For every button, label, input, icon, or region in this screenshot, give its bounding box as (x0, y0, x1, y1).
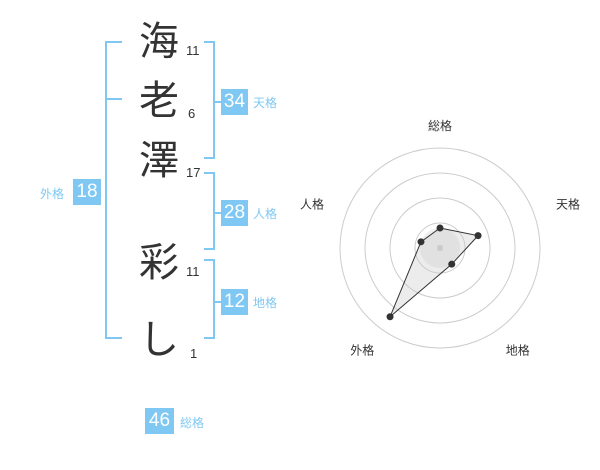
tenkaku-bracket-vertical (213, 41, 215, 159)
jinkaku-bracket-bottom (204, 248, 215, 250)
tenkaku-bracket-bottom (204, 157, 215, 159)
radar-ring-4 (339, 147, 541, 349)
stroke-count-1: 11 (186, 43, 200, 58)
gaikaku-badge: 18 (73, 179, 101, 205)
jinkaku-bracket-vertical (213, 172, 215, 250)
chikaku-bracket-bottom (204, 337, 215, 339)
chikaku-bracket-tick (213, 301, 221, 303)
radar-axis-label-4: 外格 (350, 343, 374, 358)
radar-ring-3 (364, 172, 516, 324)
radar-ring-2 (389, 197, 491, 299)
jinkaku-bracket-top (204, 172, 215, 174)
name-char-4: 彩 (139, 240, 179, 286)
radar-polygon-layer (386, 224, 482, 321)
tenkaku-bracket-tick (213, 101, 221, 103)
radar-axis-label-2: 天格 (556, 196, 580, 211)
radar-axis-label-5: 人格 (300, 196, 324, 211)
radar-point-4 (386, 313, 394, 321)
gaikaku-bracket-bottom (105, 337, 122, 339)
gaikaku-bracket-top (105, 41, 122, 43)
radar-axis-label-3: 地格 (506, 343, 530, 358)
chikaku-badge: 12 (221, 289, 248, 315)
tenkaku-badge: 34 (221, 89, 248, 115)
stroke-count-2: 6 (188, 106, 196, 121)
radar-ring-1 (414, 222, 466, 274)
radar-polygon (389, 227, 480, 318)
radar-grid (339, 147, 541, 349)
chikaku-label: 地格 (253, 296, 278, 310)
gaikaku-label: 外格 (40, 187, 65, 201)
radar-point-2 (474, 232, 482, 240)
jinkaku-bracket-tick (213, 212, 221, 214)
name-char-2: 老 (139, 78, 179, 124)
name-char-1: 海 (139, 19, 179, 65)
jinkaku-label: 人格 (253, 207, 278, 221)
gaikaku-bracket-mid (105, 98, 122, 100)
stroke-count-5: 1 (190, 346, 198, 361)
gaikaku-bracket-vertical (105, 41, 107, 339)
tenkaku-label: 天格 (253, 96, 278, 110)
radar-point-3 (448, 260, 456, 268)
chikaku-bracket-vertical (213, 259, 215, 339)
tenkaku-bracket-top (204, 41, 215, 43)
radar-point-5 (417, 238, 425, 246)
stroke-count-4: 11 (186, 264, 200, 279)
soukaku-label: 総格 (180, 416, 205, 430)
name-char-5: し (139, 317, 179, 363)
chikaku-bracket-top (204, 259, 215, 261)
radar-point-1 (436, 224, 444, 232)
radar-axis-label-1: 総格 (428, 118, 452, 133)
name-char-3: 澤 (139, 138, 179, 184)
jinkaku-badge: 28 (221, 200, 248, 226)
stroke-count-3: 17 (186, 165, 201, 180)
radar-center-dot (437, 245, 443, 251)
soukaku-badge: 46 (145, 408, 174, 434)
